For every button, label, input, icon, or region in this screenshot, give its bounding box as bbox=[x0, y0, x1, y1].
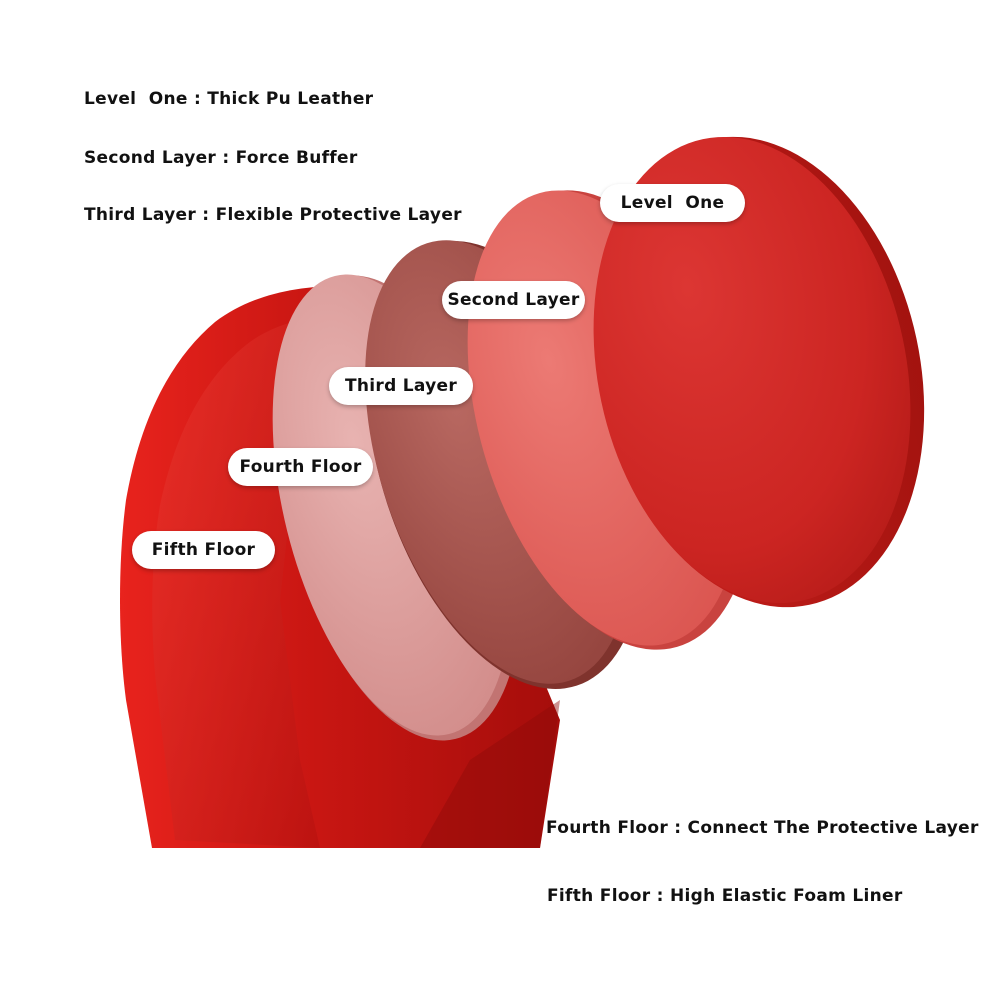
label-third-layer: Third Layer bbox=[329, 367, 473, 405]
label-fourth-floor: Fourth Floor bbox=[228, 448, 373, 486]
label-second-layer: Second Layer bbox=[442, 281, 585, 319]
caption-fifth-floor: Fifth Floor : High Elastic Foam Liner bbox=[547, 886, 903, 906]
label-level-one: Level One bbox=[600, 184, 745, 222]
caption-fourth-floor: Fourth Floor : Connect The Protective La… bbox=[546, 818, 979, 838]
label-fifth-floor: Fifth Floor bbox=[132, 531, 275, 569]
